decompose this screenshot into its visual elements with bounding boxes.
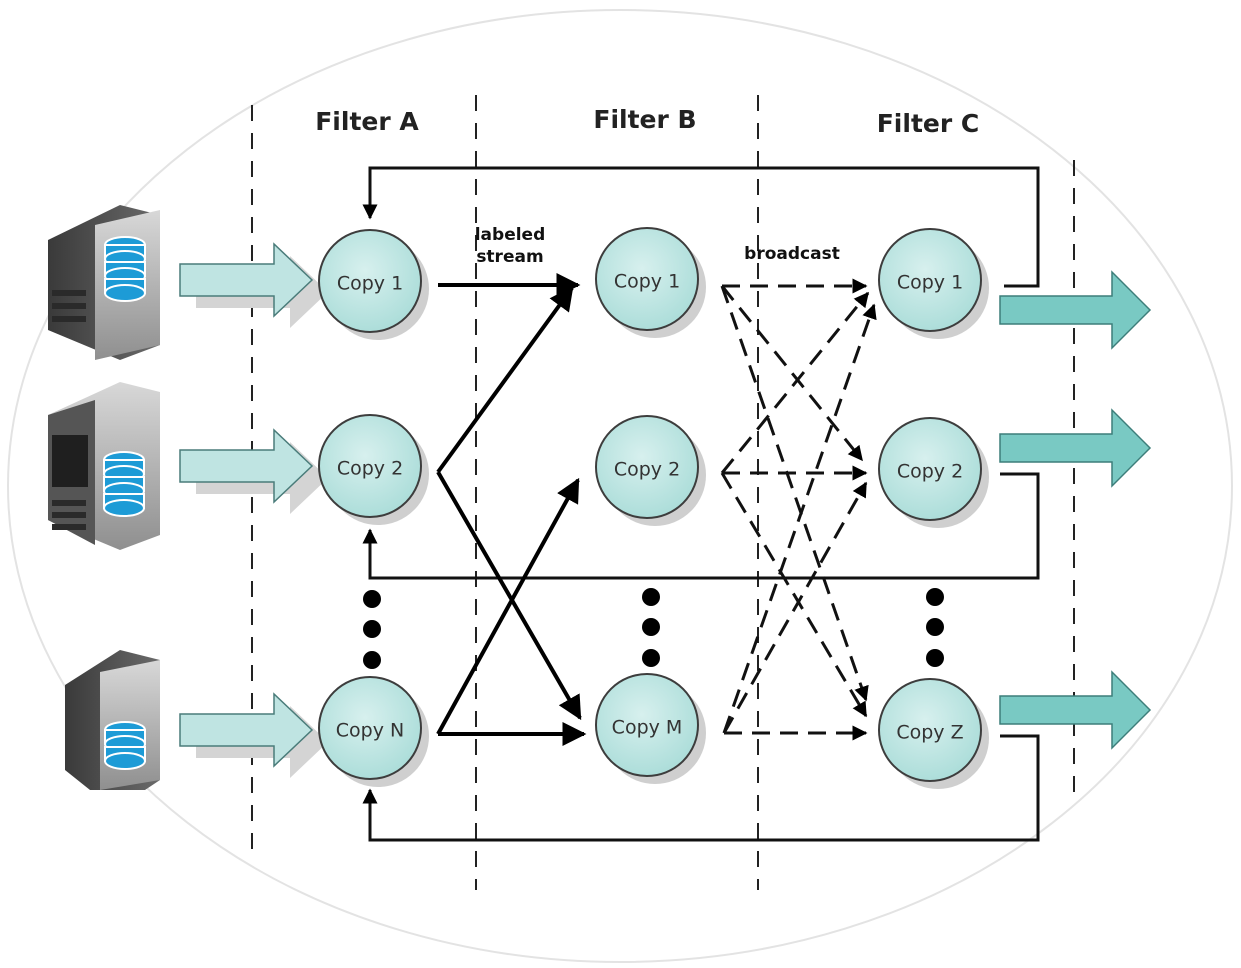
feedback-loops <box>362 166 1040 842</box>
input-arrow <box>179 692 328 778</box>
labeled-stream-edges <box>436 273 587 746</box>
feedback-loop-cz-an <box>362 734 1040 842</box>
column-title-filter-a: Filter A <box>315 107 419 136</box>
edge-label-labeled: labeled <box>475 225 546 245</box>
node-label: Copy 1 <box>614 271 680 293</box>
column-title-filter-b: Filter B <box>593 105 696 134</box>
output-arrow <box>999 408 1152 488</box>
node-label: Copy 2 <box>337 458 403 480</box>
output-arrow <box>999 270 1152 350</box>
ellipsis-dots <box>363 588 944 669</box>
feedback-loop-c1-a1 <box>362 166 1040 288</box>
node-a2: Copy 2 <box>318 414 429 525</box>
output-arrow <box>999 670 1152 750</box>
input-arrow <box>179 242 328 328</box>
node-label: Copy 1 <box>337 273 403 295</box>
node-label: Copy 2 <box>897 461 963 483</box>
node-an: Copy N <box>318 676 429 787</box>
database-server-icon <box>65 650 160 790</box>
edge-label-stream: stream <box>476 247 543 267</box>
node-c1: Copy 1 <box>878 228 989 339</box>
node-a1: Copy 1 <box>318 229 429 340</box>
node-label: Copy N <box>336 720 404 742</box>
edge-label-broadcast: broadcast <box>744 244 840 264</box>
node-label: Copy Z <box>896 722 963 744</box>
broadcast-edges <box>720 278 877 741</box>
node-cz: Copy Z <box>878 678 989 789</box>
node-label: Copy M <box>612 717 683 739</box>
database-server-icon <box>48 382 160 550</box>
node-label: Copy 1 <box>897 272 963 294</box>
input-arrow <box>179 428 328 514</box>
node-b2: Copy 2 <box>595 415 706 526</box>
output-arrows <box>999 270 1152 750</box>
node-bm: Copy M <box>595 673 706 784</box>
input-arrows <box>179 242 328 778</box>
feedback-loop-c2-a2 <box>362 472 1040 580</box>
database-server-icon <box>48 205 160 360</box>
node-c2: Copy 2 <box>878 417 989 528</box>
node-label: Copy 2 <box>614 459 680 481</box>
node-b1: Copy 1 <box>595 227 706 338</box>
column-title-filter-c: Filter C <box>877 109 980 138</box>
